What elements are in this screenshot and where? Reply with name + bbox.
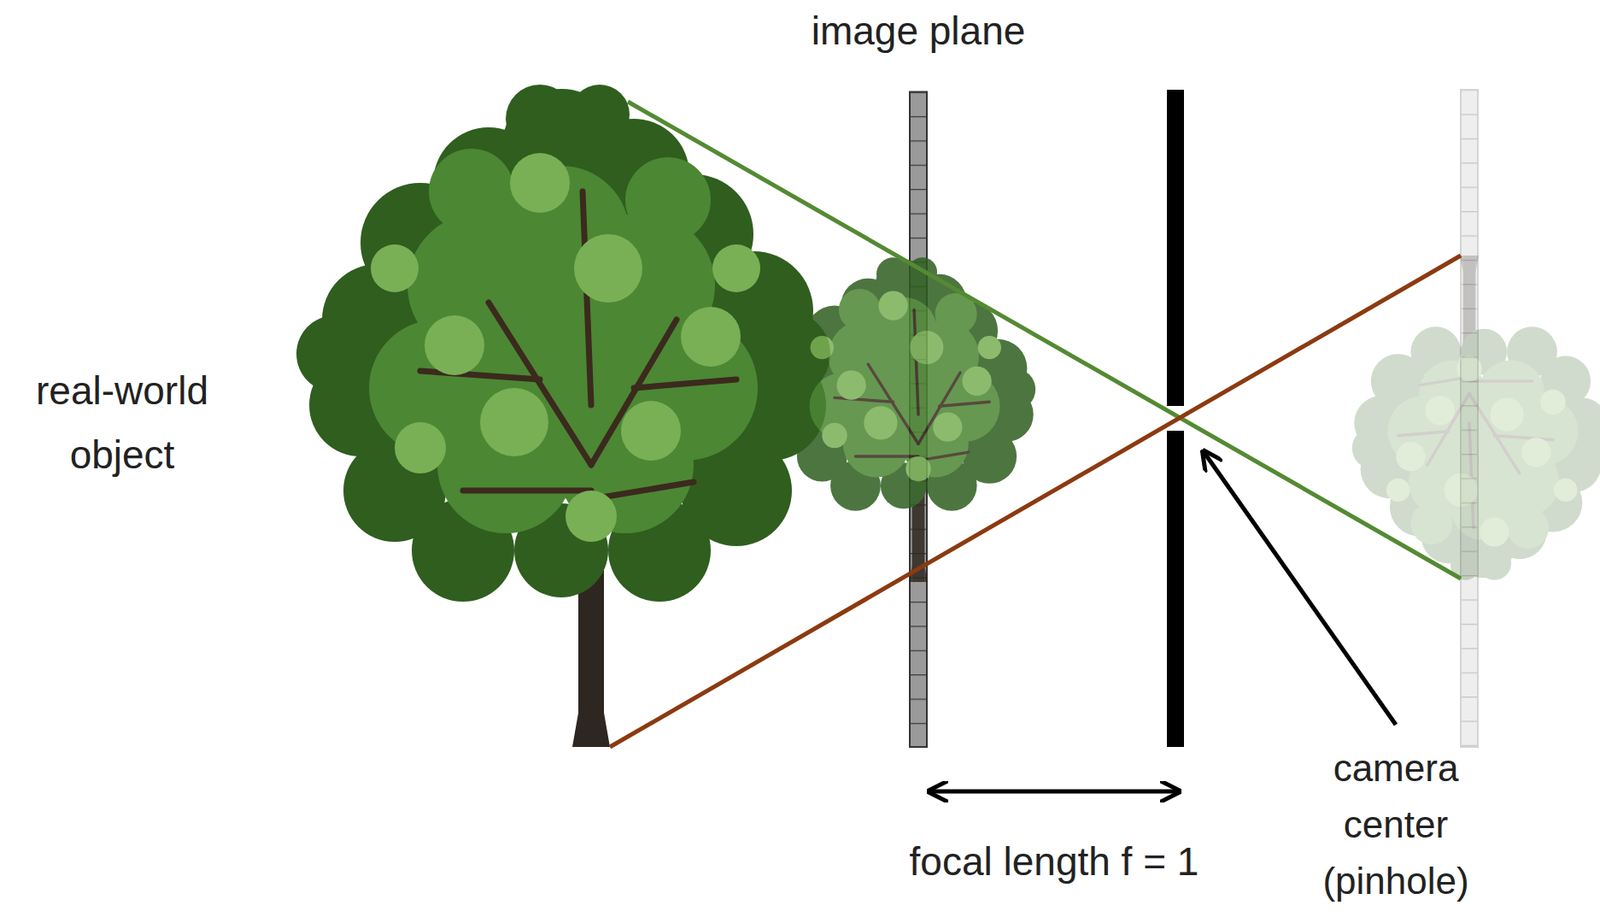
plane-label: image plane bbox=[738, 6, 1098, 55]
object-label: real-world object bbox=[19, 358, 225, 487]
inverted-tree bbox=[1352, 255, 1600, 581]
barrier bbox=[1166, 89, 1184, 406]
real-tree bbox=[296, 84, 831, 747]
label-holder: camera center (pinhole) bbox=[1293, 739, 1499, 909]
barrier bbox=[1166, 430, 1184, 747]
label-holder: focal length f = 1 bbox=[840, 837, 1268, 885]
focal-arrow bbox=[931, 789, 1178, 794]
pinhole-label: camera center (pinhole) bbox=[1293, 739, 1499, 909]
label-holder: image plane bbox=[738, 6, 1098, 55]
label-holder: real-world object bbox=[19, 358, 225, 487]
top-ray bbox=[627, 101, 1461, 579]
bottom-ray bbox=[609, 255, 1461, 747]
focal-label: focal length f = 1 bbox=[840, 837, 1268, 885]
projected-tree bbox=[773, 257, 1036, 582]
pinhole-pointer bbox=[1204, 452, 1396, 725]
